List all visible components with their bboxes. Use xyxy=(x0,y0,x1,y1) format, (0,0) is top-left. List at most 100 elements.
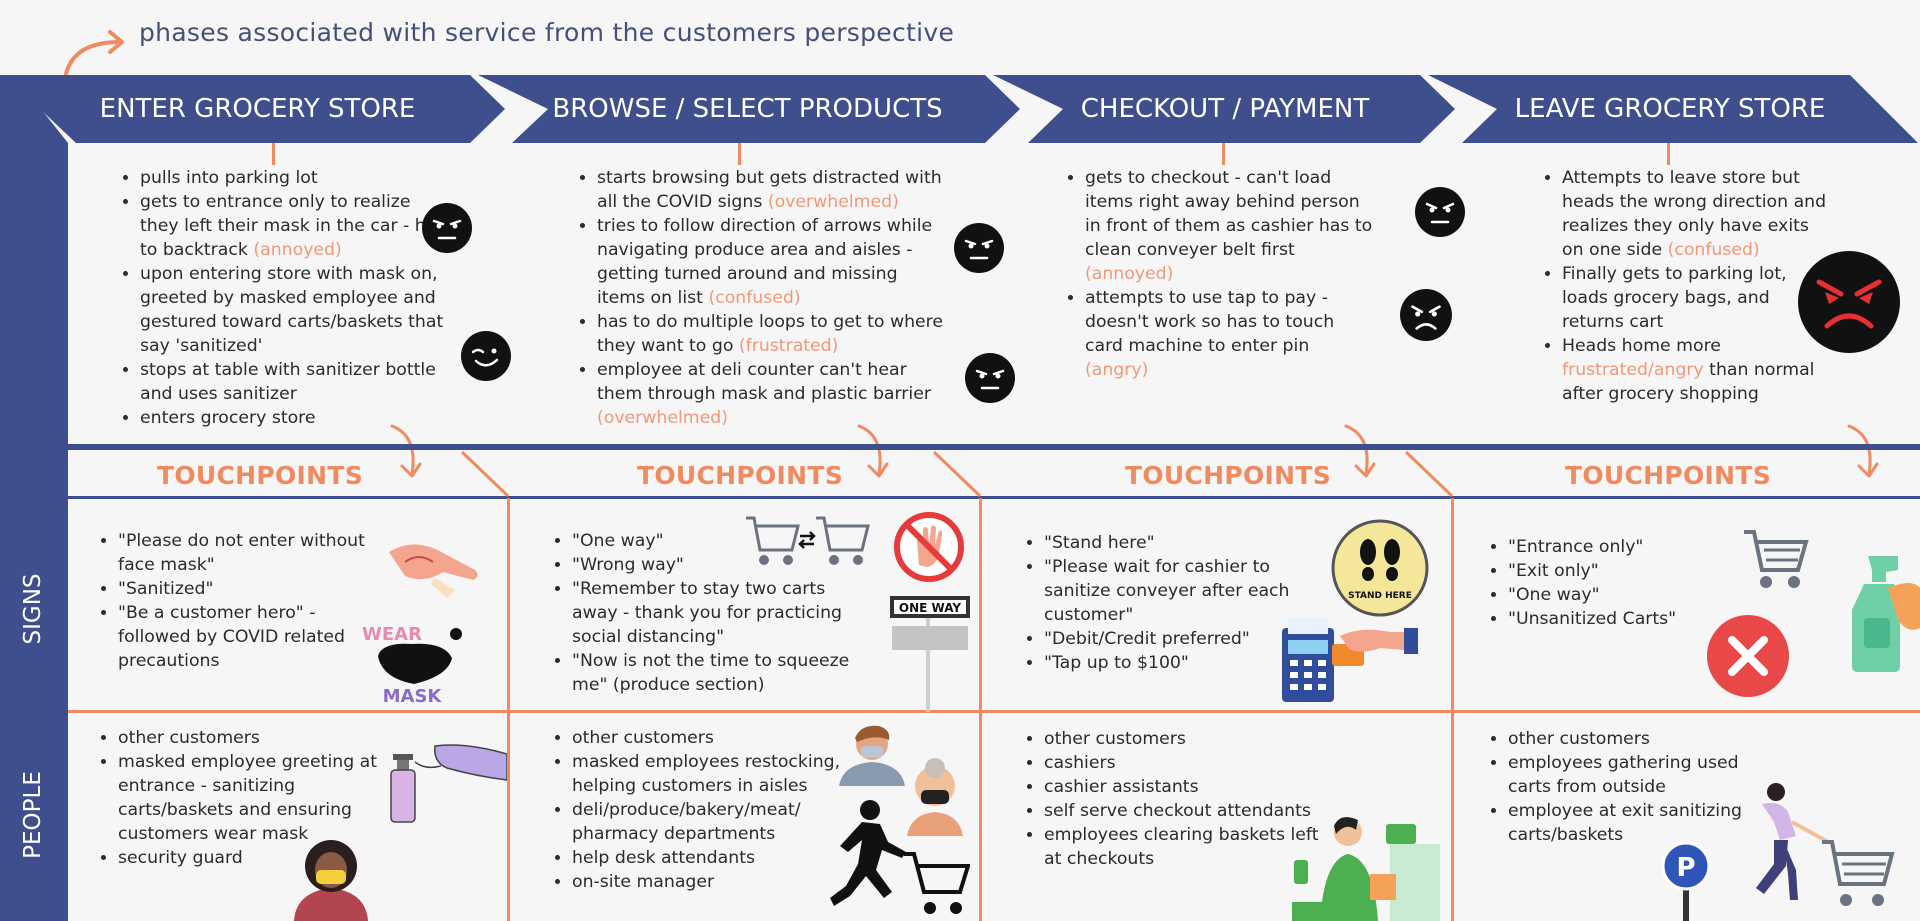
divider xyxy=(68,496,1920,499)
people-leave: other customers employees gathering used… xyxy=(1486,727,1761,847)
svg-text:P: P xyxy=(1676,853,1695,883)
face-angry-icon xyxy=(1798,251,1900,353)
list-item: stops at table with sanitizer bottle and… xyxy=(140,358,448,406)
people-checkout: other customers cashiers cashier assista… xyxy=(1022,727,1322,871)
connector-tick xyxy=(272,143,275,165)
hand-sanitizer-hands-icon xyxy=(389,544,478,598)
list-item: Attempts to leave store but heads the wr… xyxy=(1562,166,1830,262)
list-item: "Debit/Credit preferred" xyxy=(1044,627,1322,651)
people-enter: other customers masked employee greeting… xyxy=(96,726,386,870)
touchpoints-label: TOUCHPOINTS xyxy=(636,461,844,490)
row-label-people: PEOPLE xyxy=(20,771,46,859)
one-way-text: ONE WAY xyxy=(899,601,961,615)
phase-banner xyxy=(10,75,1918,143)
list-item: masked employee greeting at entrance - s… xyxy=(118,750,386,846)
list-item: "Please wait for cashier to sanitize con… xyxy=(1044,555,1322,627)
list-item: "Wrong way" xyxy=(572,553,860,577)
face-annoyed-icon xyxy=(954,223,1004,273)
list-item: masked employees restocking, helping cus… xyxy=(572,750,850,798)
list-item: "One way" xyxy=(572,529,860,553)
grid-line xyxy=(507,498,510,921)
shopping-cart-icon xyxy=(1822,840,1895,906)
connector-tick xyxy=(738,143,741,165)
list-item: has to do multiple loops to get to where… xyxy=(597,310,945,358)
wear-text: WEAR xyxy=(362,624,422,645)
page-title: phases associated with service from the … xyxy=(139,18,955,47)
stand-here-text: STAND HERE xyxy=(1348,591,1412,601)
list-item: on-site manager xyxy=(572,870,850,894)
grid-line xyxy=(68,710,1920,713)
list-item: self serve checkout attendants xyxy=(1044,799,1322,823)
list-item: "Unsanitized Carts" xyxy=(1508,607,1706,631)
steps-enter: pulls into parking lot gets to entrance … xyxy=(118,166,448,430)
people-browse: other customers masked employees restock… xyxy=(550,726,850,894)
connector-tick xyxy=(1667,143,1670,165)
list-item: attempts to use tap to pay - doesn't wor… xyxy=(1085,286,1373,382)
list-item: tries to follow direction of arrows whil… xyxy=(597,214,945,310)
steps-browse: starts browsing but gets distracted with… xyxy=(575,166,945,430)
curved-arrow-icon xyxy=(1344,424,1376,478)
parking-sign-icon: P xyxy=(1661,842,1711,921)
signs-browse: "One way" "Wrong way" "Remember to stay … xyxy=(550,529,860,697)
list-item: cashier assistants xyxy=(1044,775,1322,799)
no-entry-hand-icon xyxy=(894,512,964,582)
list-item: employee at exit sanitizing carts/basket… xyxy=(1508,799,1761,847)
list-item: other customers xyxy=(118,726,386,750)
face-annoyed-icon xyxy=(1415,187,1465,237)
left-bar xyxy=(0,75,68,921)
touchpoints-label: TOUCHPOINTS xyxy=(1124,461,1332,490)
masked-woman-icon xyxy=(294,840,368,921)
shopping-cart-icon xyxy=(746,516,870,565)
list-item: cashiers xyxy=(1044,751,1322,775)
list-item: "Please do not enter without face mask" xyxy=(118,529,378,577)
list-item: "Be a customer hero" - followed by COVID… xyxy=(118,601,378,673)
touchpoints-label: TOUCHPOINTS xyxy=(156,461,364,490)
curved-arrow-icon xyxy=(390,424,422,478)
steps-leave: Attempts to leave store but heads the wr… xyxy=(1540,166,1830,406)
list-item: gets to entrance only to realize they le… xyxy=(140,190,448,262)
phase-enter-grocery-store: ENTER GROCERY STORE xyxy=(99,94,416,124)
one-way-sign-icon: ONE WAY xyxy=(890,596,970,712)
list-item: Finally gets to parking lot, loads groce… xyxy=(1562,262,1830,334)
curved-arrow-icon xyxy=(64,30,124,76)
divider xyxy=(68,444,1920,450)
list-item: "Tap up to $100" xyxy=(1044,651,1322,675)
phase-browse-select-products: BROWSE / SELECT PRODUCTS xyxy=(552,94,943,124)
list-item: other customers xyxy=(572,726,850,750)
list-item: enters grocery store xyxy=(140,406,448,430)
list-item: "Sanitized" xyxy=(118,577,378,601)
list-item: employees gathering used carts from outs… xyxy=(1508,751,1761,799)
list-item: other customers xyxy=(1044,727,1322,751)
list-item: employee at deli counter can't hear them… xyxy=(597,358,945,430)
list-item: starts browsing but gets distracted with… xyxy=(597,166,945,214)
phase-leave-grocery-store: LEAVE GROCERY STORE xyxy=(1514,94,1826,124)
list-item: employees clearing baskets left at check… xyxy=(1044,823,1322,871)
spray-bottle-icon xyxy=(1852,556,1920,672)
list-item: help desk attendants xyxy=(572,846,850,870)
list-item: gets to checkout - can't load items righ… xyxy=(1085,166,1373,286)
signs-checkout: "Stand here" "Please wait for cashier to… xyxy=(1022,531,1322,675)
face-annoyed-icon xyxy=(965,353,1015,403)
sanitizer-dispenser-icon xyxy=(390,744,507,823)
face-wink-icon xyxy=(461,331,511,381)
shopping-cart-icon xyxy=(1744,530,1809,588)
face-angry-icon xyxy=(1400,289,1452,341)
touchpoint-diagonals xyxy=(460,450,1454,498)
list-item: "Entrance only" xyxy=(1508,535,1706,559)
list-item: deli/produce/bakery/meat/ pharmacy depar… xyxy=(572,798,850,846)
list-item: security guard xyxy=(118,846,386,870)
list-item: "Remember to stay two carts away - thank… xyxy=(572,577,860,649)
list-item: other customers xyxy=(1508,727,1761,751)
list-item: "Exit only" xyxy=(1508,559,1706,583)
x-circle-icon xyxy=(1707,615,1789,697)
list-item: "Stand here" xyxy=(1044,531,1322,555)
face-annoyed-icon xyxy=(422,203,472,253)
signs-leave: "Entrance only" "Exit only" "One way" "U… xyxy=(1486,535,1706,631)
mask-text: MASK xyxy=(383,686,443,704)
footprints-icon: STAND HERE xyxy=(1331,519,1429,617)
curved-arrow-icon xyxy=(1847,424,1879,478)
list-item: pulls into parking lot xyxy=(140,166,448,190)
walking-shopper-icon xyxy=(1756,783,1829,900)
curved-arrow-icon xyxy=(857,424,889,478)
list-item: "Now is not the time to squeeze me" (pro… xyxy=(572,649,860,697)
